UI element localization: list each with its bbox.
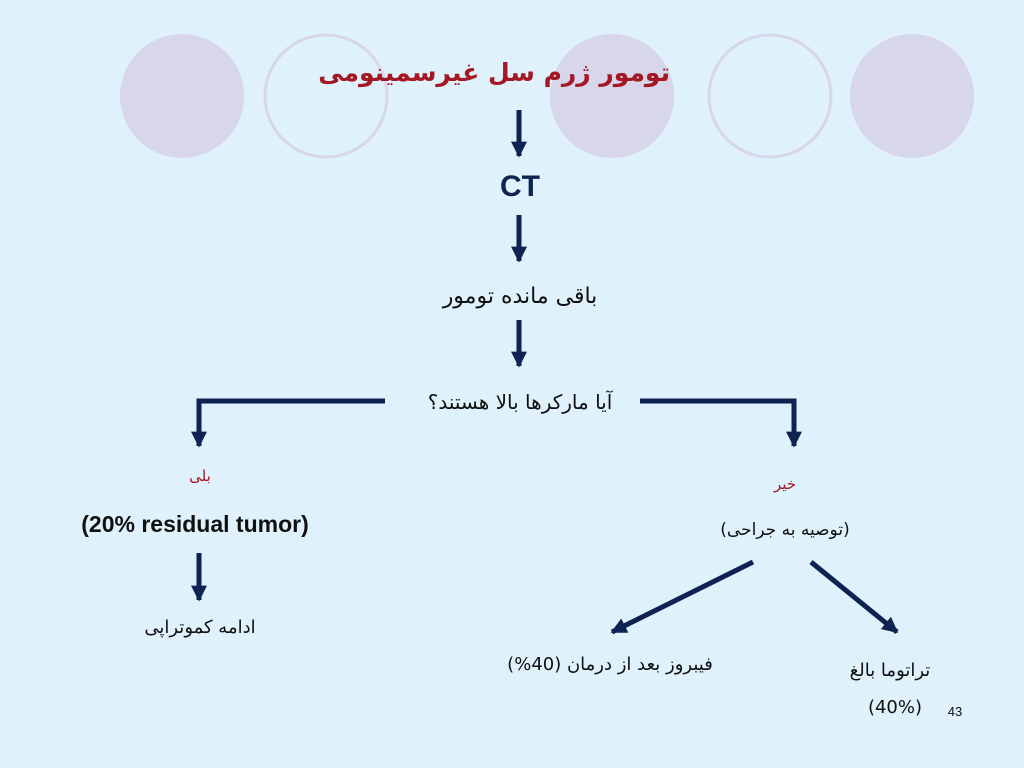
circle-1 — [120, 34, 244, 158]
diagram-title: تومور ژرم سل غیرسمینومی — [318, 58, 670, 87]
decision-question: آیا مارکرها بالا هستند؟ — [427, 390, 613, 414]
yes-label: بلی — [189, 467, 211, 485]
step-ct: CT — [500, 170, 540, 203]
arrow-surgery-to-teratoma — [809, 560, 899, 634]
outcome-teratoma-percent: (40%) — [867, 697, 923, 718]
yes-residual-percent: (20% residual tumor) — [81, 511, 309, 537]
yes-continue-chemotherapy: ادامه کموتراپی — [144, 617, 256, 638]
arrow-surgery-to-fibrosis — [610, 559, 755, 635]
no-surgery-recommendation: (توصیه به جراحی) — [720, 520, 850, 540]
circle-4 — [707, 33, 833, 159]
circle-3 — [550, 34, 674, 158]
outcome-fibrosis: فیبروز بعد از درمان (40%) — [507, 654, 713, 675]
circle-5 — [850, 34, 974, 158]
branch-yes-line — [190, 398, 385, 448]
no-label: خیر — [773, 475, 797, 493]
outcome-teratoma: تراتوما بالغ — [849, 660, 931, 681]
branch-no-line — [640, 398, 803, 448]
page-number: 43 — [947, 704, 963, 719]
circle-2 — [263, 33, 389, 159]
step-residual-tumor: باقی مانده تومور — [442, 284, 598, 309]
